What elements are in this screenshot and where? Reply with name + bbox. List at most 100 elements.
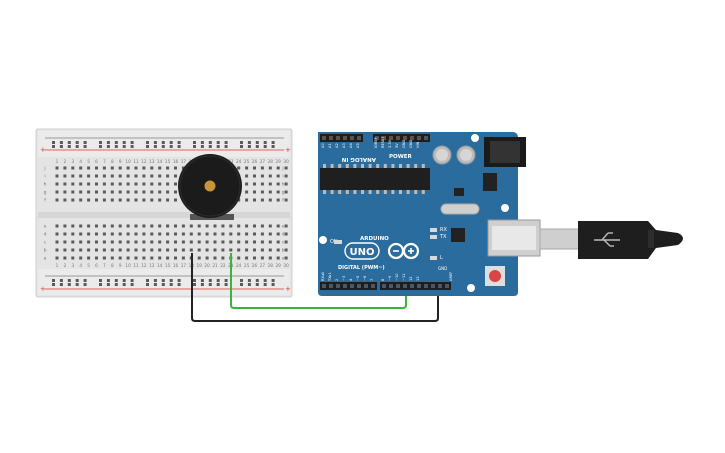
rail-hole[interactable] xyxy=(271,279,275,282)
terminal-hole[interactable] xyxy=(245,256,249,260)
terminal-hole[interactable] xyxy=(197,224,201,228)
rail-hole[interactable] xyxy=(216,145,220,148)
rail-hole[interactable] xyxy=(177,145,181,148)
rail-hole[interactable] xyxy=(122,279,126,282)
terminal-hole[interactable] xyxy=(110,166,114,170)
terminal-hole[interactable] xyxy=(276,190,280,194)
rail-hole[interactable] xyxy=(67,145,71,148)
terminal-hole[interactable] xyxy=(284,256,288,260)
terminal-hole[interactable] xyxy=(71,248,75,252)
rail-hole[interactable] xyxy=(106,145,110,148)
rail-hole[interactable] xyxy=(193,145,196,148)
terminal-hole[interactable] xyxy=(174,166,177,170)
terminal-hole[interactable] xyxy=(79,232,83,236)
header-pin[interactable] xyxy=(364,284,368,288)
terminal-hole[interactable] xyxy=(71,174,75,178)
terminal-hole[interactable] xyxy=(205,256,209,260)
terminal-hole[interactable] xyxy=(63,256,67,260)
terminal-hole[interactable] xyxy=(253,166,256,170)
header-pin[interactable] xyxy=(343,136,347,140)
rail-hole[interactable] xyxy=(83,145,87,148)
rail-hole[interactable] xyxy=(153,141,157,144)
rail-hole[interactable] xyxy=(59,283,63,286)
rail-hole[interactable] xyxy=(247,141,251,144)
rail-hole[interactable] xyxy=(263,141,267,144)
terminal-hole[interactable] xyxy=(110,174,114,178)
rail-hole[interactable] xyxy=(224,283,228,286)
rail-hole[interactable] xyxy=(106,279,110,282)
terminal-hole[interactable] xyxy=(95,248,98,252)
terminal-hole[interactable] xyxy=(174,174,177,178)
terminal-hole[interactable] xyxy=(63,166,67,170)
header-pin[interactable] xyxy=(389,284,393,288)
terminal-hole[interactable] xyxy=(197,232,201,236)
terminal-hole[interactable] xyxy=(87,190,91,194)
terminal-hole[interactable] xyxy=(229,232,233,236)
terminal-hole[interactable] xyxy=(237,232,241,236)
terminal-hole[interactable] xyxy=(260,166,264,170)
rail-hole[interactable] xyxy=(177,141,181,144)
terminal-hole[interactable] xyxy=(197,240,201,244)
rail-hole[interactable] xyxy=(271,145,275,148)
header-pin[interactable] xyxy=(382,136,386,140)
terminal-hole[interactable] xyxy=(110,190,114,194)
rail-hole[interactable] xyxy=(99,279,102,282)
terminal-hole[interactable] xyxy=(134,166,138,170)
terminal-hole[interactable] xyxy=(197,248,201,252)
terminal-hole[interactable] xyxy=(71,240,75,244)
rail-hole[interactable] xyxy=(263,283,267,286)
rail-hole[interactable] xyxy=(153,283,157,286)
rail-hole[interactable] xyxy=(99,283,102,286)
terminal-hole[interactable] xyxy=(71,182,75,186)
terminal-hole[interactable] xyxy=(276,248,280,252)
header-pin[interactable] xyxy=(403,284,407,288)
terminal-hole[interactable] xyxy=(134,190,138,194)
rail-hole[interactable] xyxy=(200,145,204,148)
terminal-hole[interactable] xyxy=(71,232,75,236)
rail-hole[interactable] xyxy=(67,279,71,282)
rail-hole[interactable] xyxy=(169,279,173,282)
terminal-hole[interactable] xyxy=(276,182,280,186)
terminal-hole[interactable] xyxy=(71,198,75,202)
terminal-hole[interactable] xyxy=(158,248,162,252)
terminal-hole[interactable] xyxy=(63,240,67,244)
terminal-hole[interactable] xyxy=(268,248,272,252)
terminal-hole[interactable] xyxy=(134,240,138,244)
rail-hole[interactable] xyxy=(52,145,55,148)
header-pin[interactable] xyxy=(403,136,407,140)
rail-hole[interactable] xyxy=(169,141,173,144)
rail-hole[interactable] xyxy=(52,283,55,286)
rail-hole[interactable] xyxy=(255,145,259,148)
terminal-hole[interactable] xyxy=(142,248,146,252)
rail-hole[interactable] xyxy=(59,141,63,144)
rail-hole[interactable] xyxy=(114,145,118,148)
terminal-hole[interactable] xyxy=(118,248,122,252)
rail-hole[interactable] xyxy=(59,145,63,148)
header-pin[interactable] xyxy=(375,136,379,140)
terminal-hole[interactable] xyxy=(284,182,288,186)
terminal-hole[interactable] xyxy=(102,166,106,170)
rail-hole[interactable] xyxy=(122,141,126,144)
terminal-hole[interactable] xyxy=(229,240,233,244)
terminal-hole[interactable] xyxy=(253,190,256,194)
terminal-hole[interactable] xyxy=(213,240,217,244)
rail-hole[interactable] xyxy=(161,279,165,282)
terminal-hole[interactable] xyxy=(95,166,98,170)
terminal-hole[interactable] xyxy=(268,232,272,236)
terminal-hole[interactable] xyxy=(55,198,59,202)
terminal-hole[interactable] xyxy=(260,256,264,260)
terminal-hole[interactable] xyxy=(189,248,193,252)
rail-hole[interactable] xyxy=(177,283,181,286)
rail-hole[interactable] xyxy=(153,279,157,282)
terminal-hole[interactable] xyxy=(268,174,272,178)
terminal-hole[interactable] xyxy=(150,190,154,194)
green-wire[interactable] xyxy=(230,253,407,309)
terminal-hole[interactable] xyxy=(102,190,106,194)
terminal-hole[interactable] xyxy=(268,224,272,228)
terminal-hole[interactable] xyxy=(213,248,217,252)
terminal-hole[interactable] xyxy=(245,174,249,178)
terminal-hole[interactable] xyxy=(95,174,98,178)
terminal-hole[interactable] xyxy=(253,174,256,178)
terminal-hole[interactable] xyxy=(79,174,83,178)
terminal-hole[interactable] xyxy=(166,248,170,252)
